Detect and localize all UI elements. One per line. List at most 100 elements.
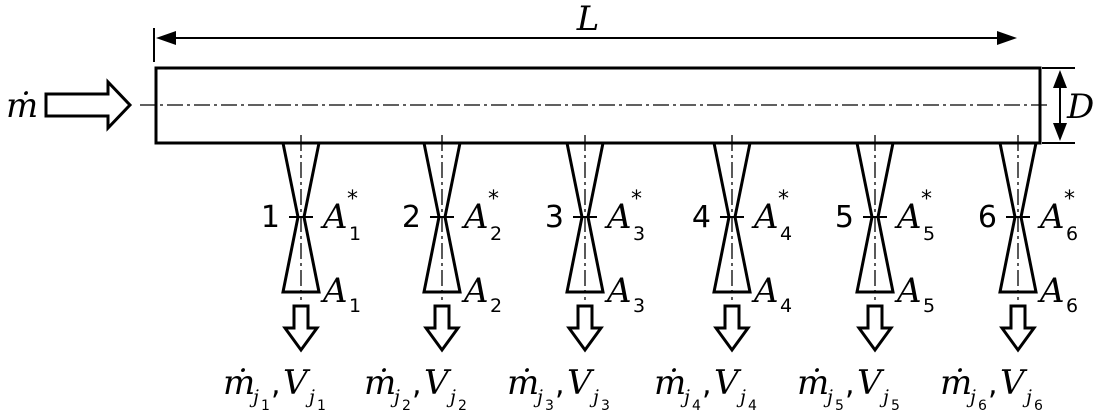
exit-area-sub: 5 — [923, 295, 935, 317]
throat-area-label: A — [320, 197, 348, 237]
outlet-separator: , — [271, 367, 281, 402]
nozzle-number: 4 — [692, 200, 711, 235]
diameter-label: D — [1066, 87, 1094, 127]
outlet-velocity-sub: j — [1022, 386, 1032, 408]
outlet-arrow-icon — [713, 304, 751, 353]
outlet-mass-flow: ṁ — [654, 363, 686, 403]
outlet-velocity: V — [1000, 363, 1028, 403]
outlet-mass-sub: j — [823, 386, 833, 408]
outlet-velocity-sub: j — [589, 386, 599, 408]
outlet-mass-sub: j — [249, 386, 259, 408]
exit-area-label: A — [751, 271, 779, 311]
nozzle-number: 6 — [978, 200, 997, 235]
nozzle-number: 1 — [261, 200, 280, 235]
outlet-arrow-icon — [423, 304, 461, 353]
throat-area-star: * — [488, 187, 499, 212]
length-dimension: L — [153, 0, 1017, 62]
outlet-mass-subsub: 4 — [692, 398, 701, 414]
diameter-dimension: D — [1042, 67, 1094, 144]
throat-area-label: A — [751, 197, 779, 237]
outlet-velocity-subsub: 1 — [317, 398, 326, 414]
throat-area-label: A — [1037, 197, 1065, 237]
diameter-arrow-bottom — [1053, 123, 1067, 141]
outlet-mass-sub: j — [966, 386, 976, 408]
inlet-flow: ṁ — [6, 78, 133, 132]
outlet-separator: , — [702, 367, 712, 402]
length-arrow-left — [156, 31, 176, 45]
inlet-arrow-icon — [44, 78, 133, 132]
outlet-arrow-icon — [999, 304, 1037, 353]
nozzle-number: 2 — [402, 200, 421, 235]
outlet-velocity-subsub: 3 — [601, 398, 610, 414]
outlet-separator: , — [988, 367, 998, 402]
outlet-mass-flow: ṁ — [797, 363, 829, 403]
throat-area-star: * — [347, 187, 358, 212]
outlet-arrow-icon — [856, 304, 894, 353]
outlet-arrow-icon — [566, 304, 604, 353]
inlet-mass-flow-label: ṁ — [6, 86, 38, 126]
throat-area-sub: 2 — [490, 223, 502, 245]
length-arrow-right — [997, 31, 1017, 45]
throat-area-star: * — [1064, 187, 1075, 212]
outlet-velocity-subsub: 4 — [748, 398, 757, 414]
outlet-arrow-icon — [282, 304, 320, 353]
exit-area-sub: 4 — [780, 295, 792, 317]
nozzle-number: 5 — [835, 200, 854, 235]
outlet-mass-flow: ṁ — [364, 363, 396, 403]
outlet-mass-flow: ṁ — [223, 363, 255, 403]
exit-area-label: A — [894, 271, 922, 311]
length-label: L — [576, 0, 600, 39]
throat-area-label: A — [604, 197, 632, 237]
outlet-velocity-sub: j — [736, 386, 746, 408]
outlet-mass-subsub: 6 — [978, 398, 987, 414]
throat-area-label: A — [461, 197, 489, 237]
throat-area-star: * — [921, 187, 932, 212]
exit-area-sub: 1 — [349, 295, 361, 317]
outlet-mass-flow: ṁ — [507, 363, 539, 403]
exit-area-label: A — [320, 271, 348, 311]
outlet-velocity: V — [283, 363, 311, 403]
diameter-arrow-top — [1053, 70, 1067, 88]
outlet-mass-flow: ṁ — [940, 363, 972, 403]
outlet-velocity: V — [424, 363, 452, 403]
outlet-velocity: V — [567, 363, 595, 403]
outlet-velocity: V — [857, 363, 885, 403]
outlet-mass-sub: j — [390, 386, 400, 408]
exit-area-sub: 2 — [490, 295, 502, 317]
outlet-mass-subsub: 2 — [402, 398, 411, 414]
outlet-velocity-sub: j — [305, 386, 315, 408]
outlet-velocity-subsub: 5 — [891, 398, 900, 414]
outlet-separator: , — [555, 367, 565, 402]
outlet-velocity: V — [714, 363, 742, 403]
outlet-mass-subsub: 3 — [545, 398, 554, 414]
outlet-velocity-subsub: 2 — [458, 398, 467, 414]
throat-area-star: * — [778, 187, 789, 212]
throat-area-sub: 3 — [633, 223, 645, 245]
outlet-velocity-sub: j — [446, 386, 456, 408]
throat-area-star: * — [631, 187, 642, 212]
outlet-separator: , — [845, 367, 855, 402]
throat-area-label: A — [894, 197, 922, 237]
outlet-mass-sub: j — [680, 386, 690, 408]
outlet-mass-sub: j — [533, 386, 543, 408]
outlet-mass-subsub: 1 — [261, 398, 270, 414]
exit-area-label: A — [604, 271, 632, 311]
exit-area-sub: 6 — [1066, 295, 1078, 317]
throat-area-sub: 5 — [923, 223, 935, 245]
exit-area-label: A — [1037, 271, 1065, 311]
throat-area-sub: 4 — [780, 223, 792, 245]
outlet-mass-subsub: 5 — [835, 398, 844, 414]
outlet-velocity-subsub: 6 — [1034, 398, 1043, 414]
outlet-velocity-sub: j — [879, 386, 889, 408]
nozzle-number: 3 — [545, 200, 564, 235]
outlet-separator: , — [412, 367, 422, 402]
throat-area-sub: 1 — [349, 223, 361, 245]
exit-area-label: A — [461, 271, 489, 311]
